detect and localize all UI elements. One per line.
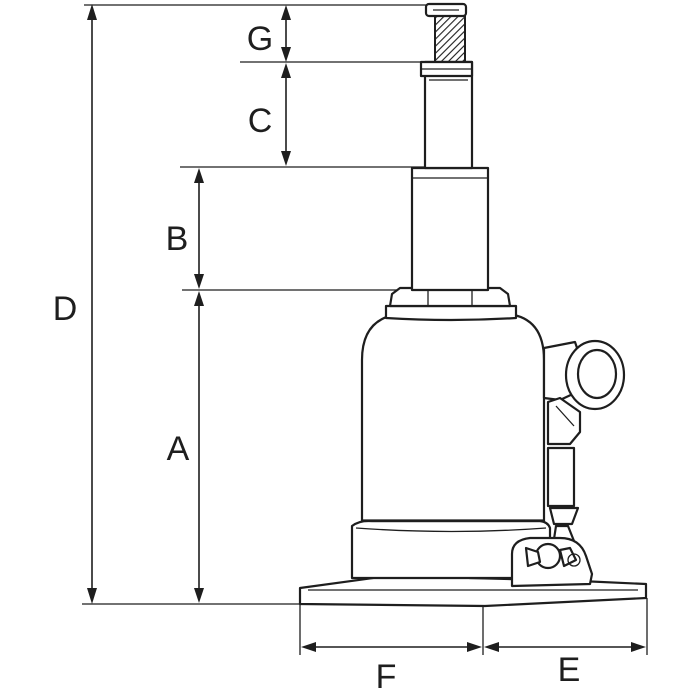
dimension-a bbox=[194, 291, 204, 603]
cylinder-body bbox=[360, 312, 546, 523]
dimension-b bbox=[194, 168, 204, 289]
base-plate bbox=[298, 573, 648, 608]
reference-lines bbox=[82, 4, 648, 655]
dimension-g bbox=[281, 5, 291, 62]
label-g: G bbox=[247, 20, 273, 58]
dimension-c bbox=[281, 63, 291, 166]
ram bbox=[410, 166, 490, 292]
label-e: E bbox=[558, 651, 581, 689]
dimension-d bbox=[87, 4, 97, 604]
label-f: F bbox=[376, 658, 397, 696]
extension-tube bbox=[419, 60, 474, 170]
dimension-f bbox=[301, 642, 482, 652]
label-c: C bbox=[248, 102, 273, 140]
label-a: A bbox=[167, 430, 190, 468]
label-b: B bbox=[166, 220, 189, 258]
pump-socket bbox=[542, 339, 626, 411]
pump-linkage bbox=[546, 396, 582, 558]
adjusting-screw bbox=[434, 15, 466, 63]
label-d: D bbox=[53, 290, 78, 328]
release-valve bbox=[510, 536, 594, 588]
skirt-edge bbox=[355, 527, 547, 533]
saddle-cap bbox=[424, 2, 468, 18]
dimension-e bbox=[484, 642, 646, 652]
top-nut bbox=[384, 286, 518, 322]
